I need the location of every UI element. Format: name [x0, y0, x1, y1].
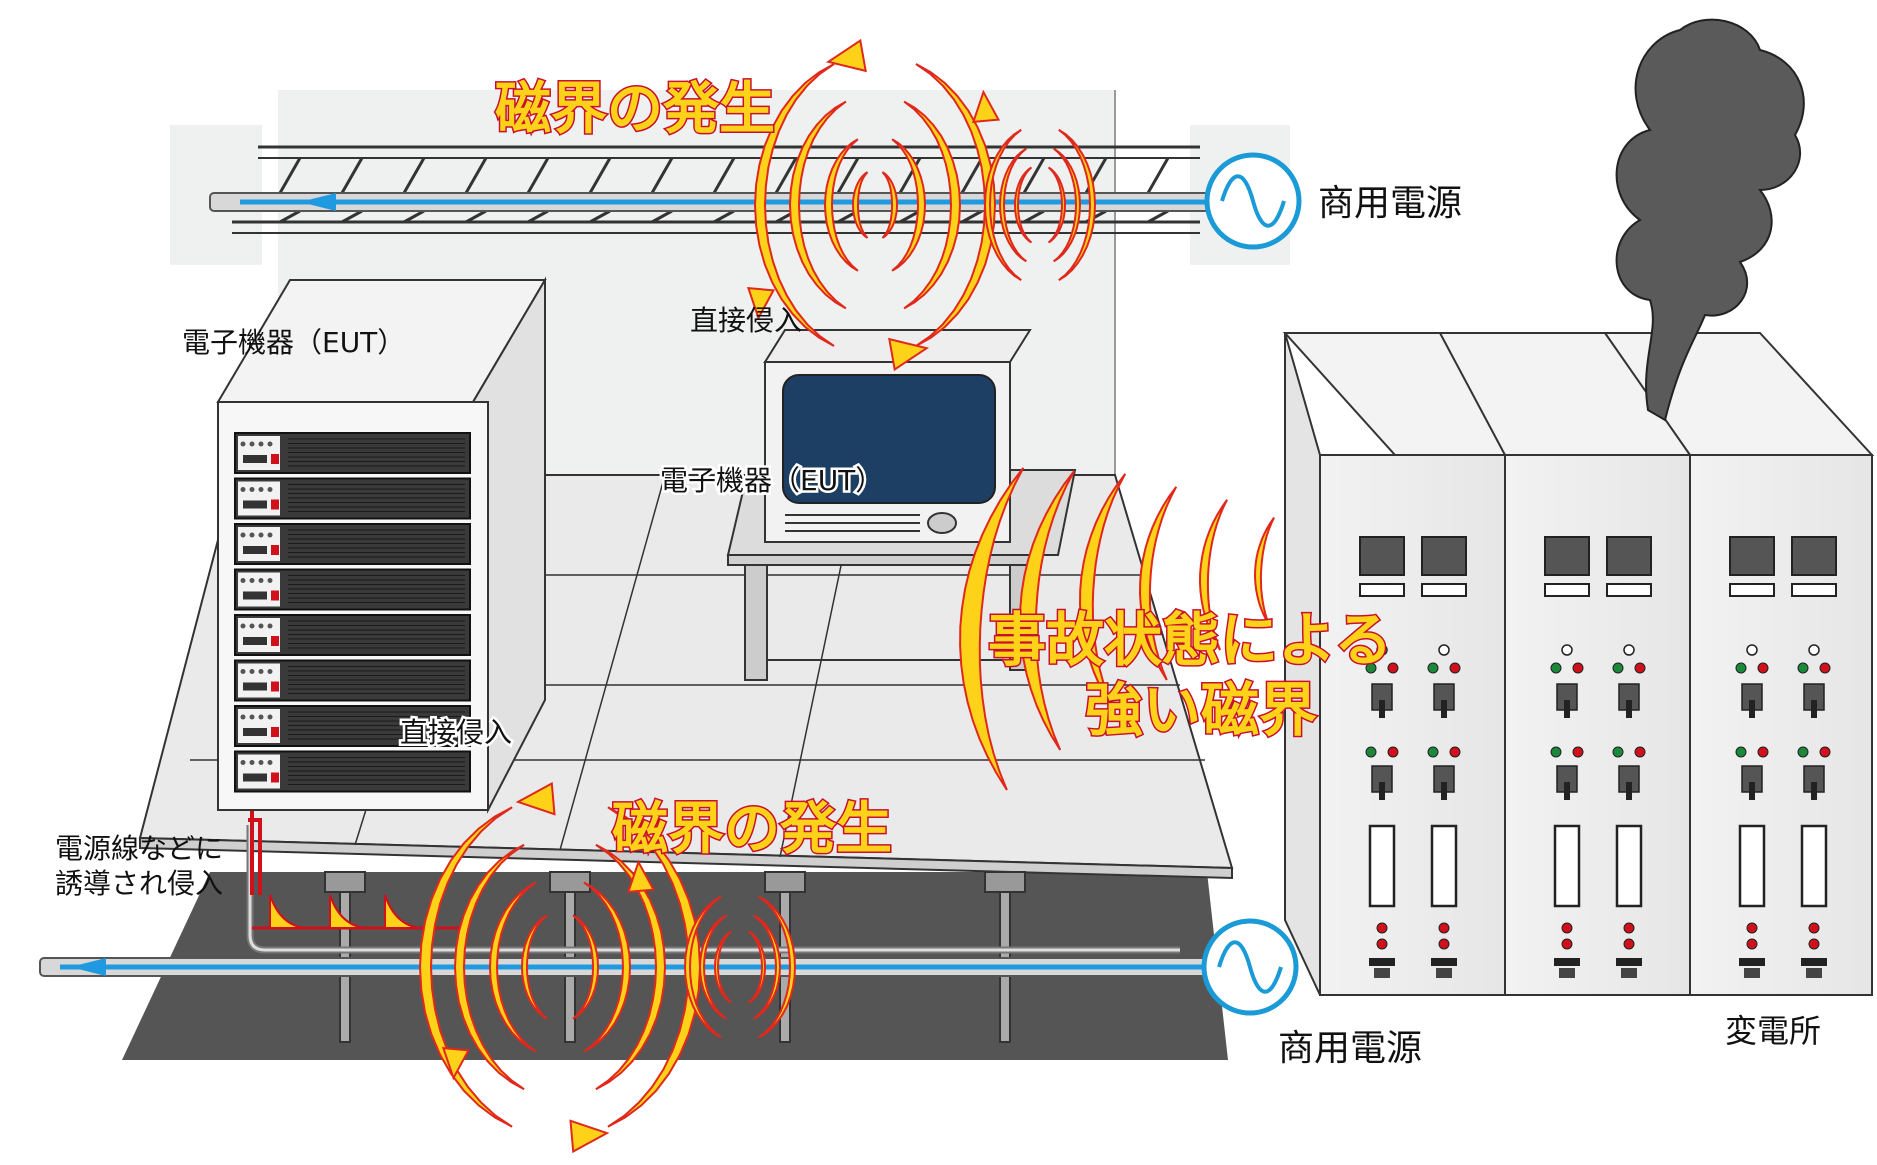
rack-unit: [234, 659, 471, 702]
field-arc: [453, 843, 525, 1091]
cabinet-panel-controls: [1606, 536, 1652, 978]
ac-sine-icon: [1217, 940, 1283, 994]
power-bottom-label: 商用電源: [1278, 1028, 1422, 1069]
fault-field-arc: [1138, 486, 1178, 681]
monitor-desk: [726, 329, 1077, 681]
field-arc: [788, 100, 847, 310]
substation-label: 変電所: [1725, 1012, 1821, 1050]
rack-unit: [234, 750, 471, 793]
rack-unit: [234, 705, 471, 747]
field-arrow-icon: [569, 1119, 610, 1154]
bottom-current-arrow-icon: [70, 958, 106, 976]
field-arc: [1047, 166, 1067, 244]
field-arrow-icon: [441, 1047, 471, 1081]
monitor-screen: [782, 374, 996, 504]
direct-entry-mid-label: 直接侵入: [400, 716, 512, 749]
field-arc: [983, 128, 1022, 282]
induced-entry-label-2: 誘導され侵入: [55, 867, 223, 900]
field-arc: [683, 895, 722, 1039]
direct-entry-top-label: 直接侵入: [690, 304, 802, 337]
field-arrow-icon: [971, 89, 1001, 123]
eut-monitor-label: 電子機器（EUT）: [660, 464, 883, 497]
fault-field-label-2: 強い磁界: [1085, 676, 1317, 744]
field-arc: [747, 930, 767, 1004]
fault-field-arc: [1019, 470, 1076, 751]
field-arc: [698, 914, 727, 1020]
cabinet-panel-controls: [1729, 536, 1775, 978]
substation-cabinets: [1282, 332, 1875, 996]
field-arrow-icon: [515, 781, 556, 816]
field-arc: [881, 171, 899, 239]
fault-field-label-1: 事故状態による: [988, 606, 1392, 674]
field-arc: [753, 914, 782, 1020]
field-arc: [1058, 128, 1097, 282]
induced-entry-label-1: 電源線などに: [55, 832, 223, 865]
rack-unit: [234, 432, 471, 474]
cabinet-panel-controls: [1791, 536, 1837, 978]
server-rack: [216, 276, 547, 814]
ac-sine-icon: [1220, 174, 1286, 228]
rack-unit: [234, 568, 471, 611]
field-arc: [903, 100, 962, 310]
ac-source-bottom: [1201, 918, 1299, 1016]
eut-server-label: 電子機器（EUT）: [182, 326, 405, 359]
field-arc: [572, 914, 600, 1020]
top-current-arrow-icon: [300, 193, 336, 211]
cabinet-panel-controls: [1544, 536, 1590, 978]
fault-field-arc: [959, 467, 1025, 791]
field-arrow-icon: [825, 38, 867, 73]
fault-field-arc: [1078, 473, 1127, 711]
rack-unit: [234, 614, 471, 656]
fault-field-arc: [1198, 499, 1228, 651]
field-arc: [607, 806, 702, 1128]
field-arc: [823, 138, 859, 272]
cabinet-panel-controls: [1359, 536, 1405, 978]
field-arc: [488, 881, 537, 1053]
field-arc: [758, 895, 797, 1039]
mag-gen-bottom-label: 磁界の発生: [612, 797, 892, 862]
field-arc: [998, 147, 1027, 263]
fault-field-arc: [1253, 517, 1275, 626]
magnetic-field-arcs: [418, 38, 1275, 1154]
field-arc: [1053, 147, 1082, 263]
field-arc: [891, 138, 927, 272]
field-arc: [595, 843, 667, 1091]
field-arc: [851, 171, 869, 239]
field-arrow-icon: [626, 859, 656, 893]
field-arrow-icon: [746, 287, 776, 321]
rack-unit: [234, 477, 471, 520]
power-top-label: 商用電源: [1318, 183, 1462, 224]
smoke-cloud-icon: [1615, 18, 1805, 422]
rack-unit: [234, 523, 471, 565]
cabinet-panel-controls: [1421, 536, 1467, 978]
field-arc: [713, 930, 733, 1004]
field-arc: [520, 914, 548, 1020]
field-arrow-icon: [888, 337, 930, 372]
field-arc: [418, 806, 513, 1128]
field-arc: [1013, 166, 1033, 244]
ac-source-top: [1204, 152, 1302, 250]
mag-gen-top-label: 磁界の発生: [495, 77, 775, 142]
field-arc: [583, 881, 632, 1053]
